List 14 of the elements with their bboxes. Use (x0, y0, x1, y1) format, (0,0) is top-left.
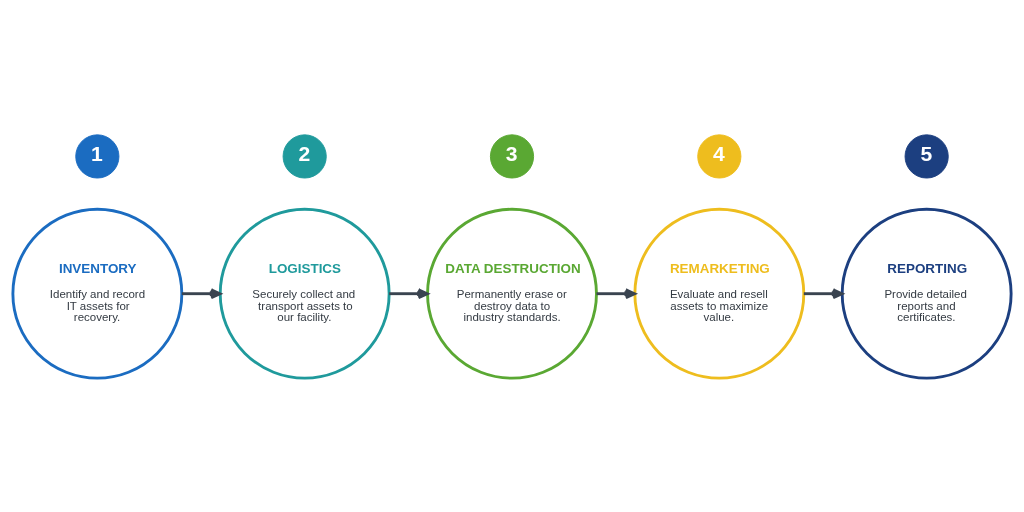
node-circle: 3 (489, 133, 535, 178)
node-circle: DATA DESTRUCTION Permanently erase or destroy data to industry standards. (426, 207, 598, 380)
node-circle: 4 (697, 133, 742, 178)
node-circle: REMARKETING Evaluate and resell assets to maximize value. (633, 207, 806, 380)
node-circle: 5 (904, 133, 949, 178)
arrow (803, 287, 844, 299)
arrow (596, 287, 636, 299)
node-circle: 2 (282, 133, 327, 178)
node-circle: LOGISTICS Securely collect and transport assets to our facility. (218, 207, 391, 380)
node-circle: REPORTING Provide detailed reports and certificates. (840, 207, 1013, 380)
arrow (389, 287, 429, 299)
node-circle: INVENTORY Identify and record IT assets for recovery. (11, 207, 184, 380)
arrow (181, 287, 222, 299)
node-circle: 1 (75, 133, 120, 178)
